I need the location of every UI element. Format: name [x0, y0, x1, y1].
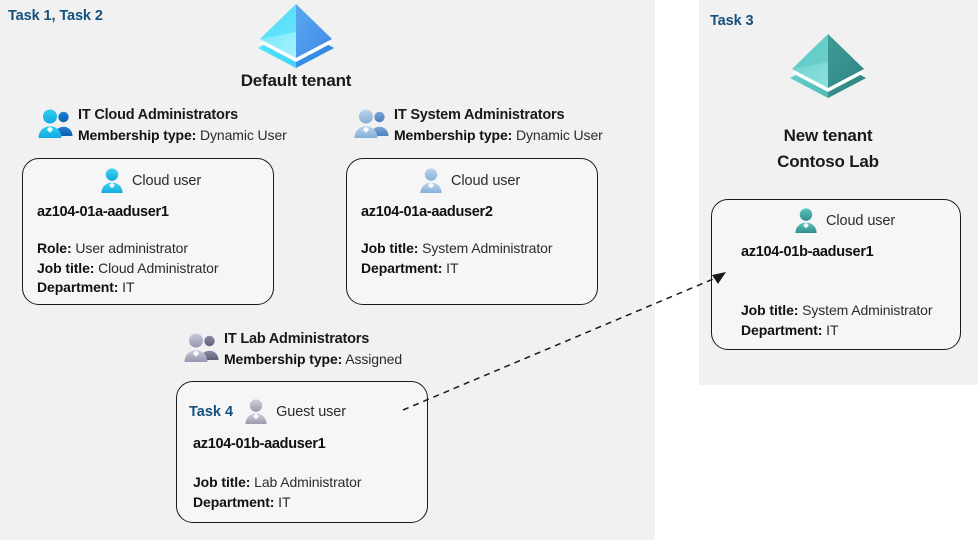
card-properties: Job title: System Administrator Departme…: [741, 301, 933, 341]
card-prop-row: Job title: System Administrator: [741, 301, 933, 321]
card-prop-row: Department: IT: [741, 321, 932, 341]
card-user-type: Cloud user: [132, 173, 202, 189]
prop-value: Lab Administrator: [254, 474, 362, 490]
prop-value: IT: [826, 321, 839, 338]
group-membership-label: Membership type:: [78, 127, 197, 143]
card-user-type-row: Cloud user: [98, 167, 201, 195]
card-user-type: Cloud user: [451, 173, 521, 189]
card-prop-row: Department: IT: [37, 278, 218, 298]
card-prop-row: Job title: System Administrator: [361, 239, 553, 259]
card-user-type-row: Cloud user: [417, 167, 520, 195]
prop-label: Job title:: [37, 259, 95, 276]
azure-tenant-pyramid-icon: [256, 2, 336, 70]
group-membership-type: Membership type: Dynamic User: [394, 125, 603, 145]
card-prop-row: Job title: Cloud Administrator: [37, 259, 219, 279]
prop-value: IT: [446, 259, 459, 276]
group-users-icon: [36, 108, 76, 142]
card-user-type: Cloud user: [826, 213, 896, 229]
group-membership-label: Membership type:: [224, 351, 343, 367]
card-upn: az104-01a-aaduser2: [361, 204, 493, 220]
group-users-icon: [352, 108, 392, 142]
default-tenant-name: Default tenant: [240, 71, 352, 90]
user-card-aaduser2[interactable]: Cloud user az104-01a-aaduser2 Job title:…: [346, 158, 598, 305]
task-label-1-2: Task 1, Task 2: [8, 8, 103, 24]
prop-value: User administrator: [75, 240, 188, 256]
card-upn: az104-01b-aaduser1: [741, 244, 874, 260]
card-properties: Role: User administrator Job title: Clou…: [37, 239, 219, 298]
cloud-user-icon: [98, 167, 126, 195]
prop-value: System Administrator: [422, 240, 553, 256]
prop-label: Department:: [741, 321, 823, 338]
card-prop-row: Role: User administrator: [37, 239, 218, 259]
prop-label: Job title:: [741, 302, 799, 318]
prop-label: Job title:: [193, 474, 251, 490]
card-user-type-row: Task 4 Guest user: [189, 398, 346, 426]
user-card-new-tenant-aaduser1[interactable]: Cloud user az104-01b-aaduser1 Job title:…: [711, 199, 961, 350]
prop-value: System Administrator: [802, 302, 933, 318]
user-card-aaduser1[interactable]: Cloud user az104-01a-aaduser1 Role: User…: [22, 158, 274, 305]
task-label-3: Task 3: [710, 13, 754, 29]
task-label-4: Task 4: [189, 404, 234, 420]
card-prop-row: Job title: Lab Administrator: [193, 473, 361, 493]
prop-value: Cloud Administrator: [98, 259, 219, 276]
card-upn: az104-01a-aaduser1: [37, 204, 169, 220]
group-membership-value: Assigned: [345, 351, 403, 367]
guest-user-icon: [242, 398, 270, 426]
card-upn: az104-01b-aaduser1: [193, 436, 326, 452]
group-membership-type: Membership type: Dynamic User: [78, 125, 287, 145]
prop-label: Department:: [361, 259, 443, 276]
card-properties: Job title: Lab Administrator Department:…: [193, 473, 361, 512]
prop-label: Department:: [193, 493, 275, 510]
prop-value: IT: [122, 279, 135, 295]
group-membership-value: Dynamic User: [516, 127, 603, 143]
card-prop-row: Department: IT: [361, 259, 552, 279]
group-title: IT Lab Administrators: [224, 331, 370, 347]
azure-tenant-pyramid-icon: [788, 32, 868, 100]
cloud-user-icon: [792, 207, 820, 235]
user-card-guest-aaduser1[interactable]: Task 4 Guest user az104-01b-aaduser1 Job…: [176, 381, 428, 523]
group-title: IT System Administrators: [394, 107, 565, 123]
new-tenant-name-line1: New tenant: [783, 126, 873, 145]
card-user-type: Guest user: [276, 404, 346, 420]
prop-label: Department:: [37, 279, 119, 295]
group-membership-type: Membership type: Assigned: [224, 349, 402, 369]
new-tenant-name-line2: Contoso Lab: [777, 152, 879, 171]
card-user-type-row: Cloud user: [792, 207, 895, 235]
group-users-icon: [182, 332, 222, 366]
group-title: IT Cloud Administrators: [78, 107, 239, 123]
prop-label: Role:: [37, 240, 72, 256]
cloud-user-icon: [417, 167, 445, 195]
group-membership-value: Dynamic User: [200, 127, 287, 143]
card-prop-row: Department: IT: [193, 493, 361, 513]
prop-label: Job title:: [361, 240, 419, 256]
group-membership-label: Membership type:: [394, 127, 513, 143]
card-properties: Job title: System Administrator Departme…: [361, 239, 553, 279]
prop-value: IT: [278, 493, 291, 510]
